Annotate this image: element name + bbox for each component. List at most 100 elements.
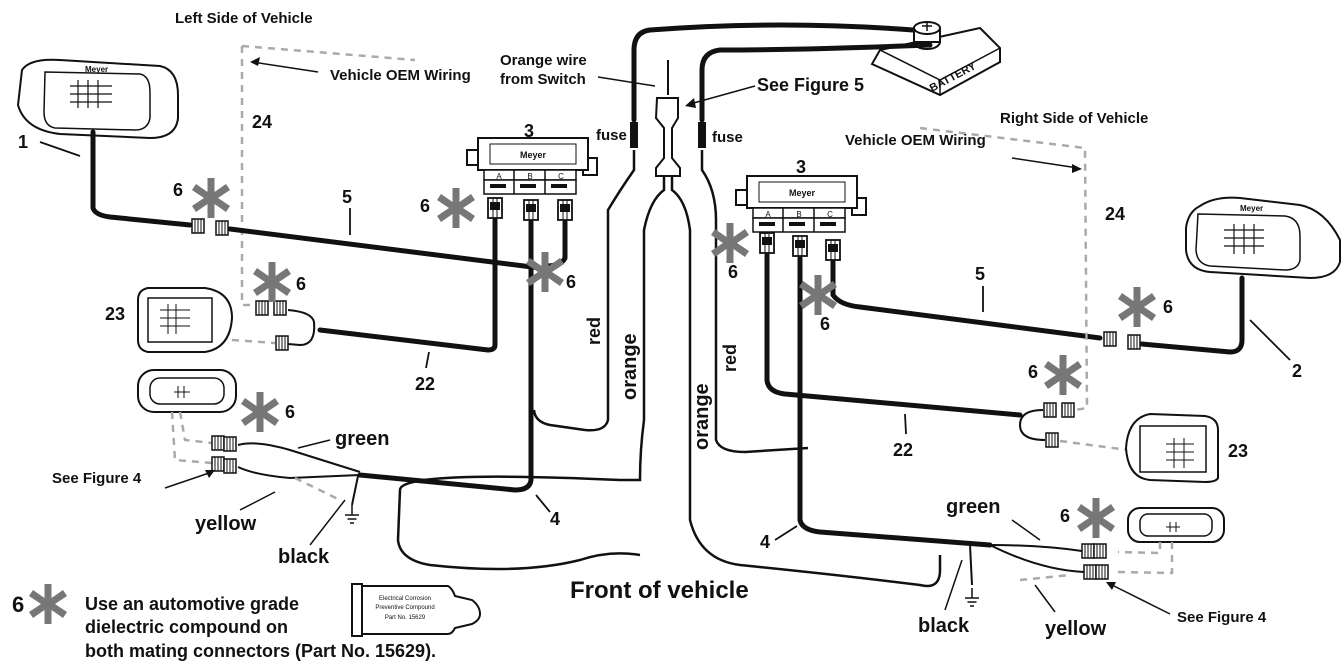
arrow-fig4-left [205, 470, 215, 478]
right-parking-lamp-icon [1124, 412, 1219, 484]
label-4-right: 4 [760, 532, 770, 552]
red-label-right: red [720, 344, 740, 372]
label-4-left: 4 [550, 509, 560, 529]
connector-icon [211, 435, 225, 451]
right-headlamp-icon: Meyer [1185, 196, 1341, 280]
label-22-left: 22 [415, 374, 435, 394]
note-line-1: Use an automotive grade [85, 594, 299, 614]
svg-text:B: B [527, 172, 532, 181]
left-oem-label: Vehicle OEM Wiring [330, 67, 471, 84]
module-plug-b-icon [523, 199, 539, 221]
see-fig5: See Figure 5 [757, 75, 864, 95]
left-headlamp-icon: Meyer [16, 58, 179, 140]
leader-22-left [425, 351, 430, 369]
left-yellow-wire [237, 466, 361, 480]
label-6: 6 [1060, 506, 1070, 526]
left-green-wire [237, 442, 361, 473]
leader-4-right [774, 525, 798, 541]
svg-text:Meyer: Meyer [85, 65, 108, 74]
right-isolation-module-icon: Meyer A B C [735, 175, 867, 233]
asterisk-star-icon [437, 188, 475, 228]
left-turn-dash-2 [170, 411, 213, 465]
compound-tube-icon: Electrical Corrosion Preventive Compound… [351, 583, 482, 637]
left-turn-dash-1 [178, 411, 213, 445]
see-fig4-left: See Figure 4 [52, 470, 142, 487]
left-wire-4 [357, 219, 534, 493]
module-plug-a-icon [759, 232, 775, 254]
right-oem-dashed [919, 126, 1089, 412]
right-turn-dash-2 [1117, 542, 1174, 575]
connector-icon [275, 335, 289, 351]
left-oem-arrow-head [250, 57, 260, 66]
fuse-left-label: fuse [596, 127, 627, 144]
orange-wire-label-1: Orange wire [500, 52, 587, 69]
arrow-fig5 [685, 98, 696, 108]
label-6: 6 [728, 262, 738, 282]
svg-text:C: C [827, 210, 833, 219]
red-wire-right [700, 150, 809, 454]
label-22-right: 22 [893, 440, 913, 460]
left-turn-signal-lamp-icon [137, 369, 237, 413]
module-plug-b-icon [792, 235, 808, 257]
label-24-left: 24 [252, 112, 272, 132]
connector-icon [1043, 402, 1057, 418]
left-wire-22 [317, 217, 498, 353]
left-parking-lamp-icon [137, 287, 234, 353]
note-number: 6 [12, 592, 24, 617]
battery-cable-right [699, 42, 933, 123]
orange-label-left: orange [619, 333, 641, 400]
svg-text:Part No. 15629: Part No. 15629 [385, 615, 426, 621]
see-fig4-right: See Figure 4 [1177, 609, 1267, 626]
asterisk-star-icon [192, 178, 230, 218]
right-green-wire [989, 544, 1083, 552]
connector-icon [255, 300, 269, 316]
right-turn-signal-lamp-icon [1127, 507, 1225, 543]
connector-icon [223, 458, 237, 474]
asterisk-star-icon [241, 392, 279, 432]
svg-text:C: C [558, 172, 564, 181]
asterisk-star-icon [253, 262, 291, 302]
leader-1 [39, 141, 81, 157]
right-turn-dash-1 [1117, 542, 1162, 555]
svg-text:Preventive Compound: Preventive Compound [375, 605, 434, 611]
leader-green-left [297, 439, 331, 449]
svg-text:Meyer: Meyer [789, 188, 816, 198]
orange-wire-left [396, 176, 666, 571]
leader-yellow-right [1034, 584, 1056, 613]
label-6: 6 [820, 314, 830, 334]
left-isolation-module-icon: Meyer A B C [466, 137, 598, 195]
ground-symbol-icon [964, 587, 980, 607]
leader-yellow-left [239, 491, 276, 511]
label-5-right: 5 [975, 264, 985, 284]
right-oem-label: Vehicle OEM Wiring [845, 132, 986, 149]
module-plug-c-icon [825, 239, 841, 261]
right-yellow-dash [1019, 573, 1071, 582]
right-harness-5 [830, 259, 1103, 341]
connector-icon [1127, 334, 1141, 350]
leader-4-left [535, 494, 551, 513]
orange-label-right: orange [691, 383, 713, 450]
module-plug-a-icon [487, 197, 503, 219]
label-6: 6 [1163, 297, 1173, 317]
right-lamp-dash [1059, 439, 1129, 452]
label-6: 6 [173, 180, 183, 200]
orange-wire-label-2: from Switch [500, 71, 586, 88]
black-label-left: black [278, 546, 330, 568]
leader-fig4-right [1111, 584, 1171, 615]
green-label-left: green [335, 428, 389, 450]
svg-text:Meyer: Meyer [520, 150, 547, 160]
note-line-2: dielectric compound on [85, 617, 288, 637]
right-black-wire [969, 544, 973, 586]
label-1: 1 [18, 132, 28, 152]
splice-connector-icon [654, 97, 681, 177]
red-wire-left [532, 150, 636, 432]
connector-icon [1061, 402, 1075, 418]
module-plug-c-icon [557, 199, 573, 221]
fuse-right-label: fuse [712, 129, 743, 146]
svg-text:A: A [765, 210, 771, 219]
leader-fig5 [689, 85, 756, 105]
connector-icon [273, 300, 287, 316]
right-side-title: Right Side of Vehicle [1000, 110, 1148, 127]
connector-icon [1081, 543, 1095, 559]
orange-wire-right [670, 176, 942, 588]
